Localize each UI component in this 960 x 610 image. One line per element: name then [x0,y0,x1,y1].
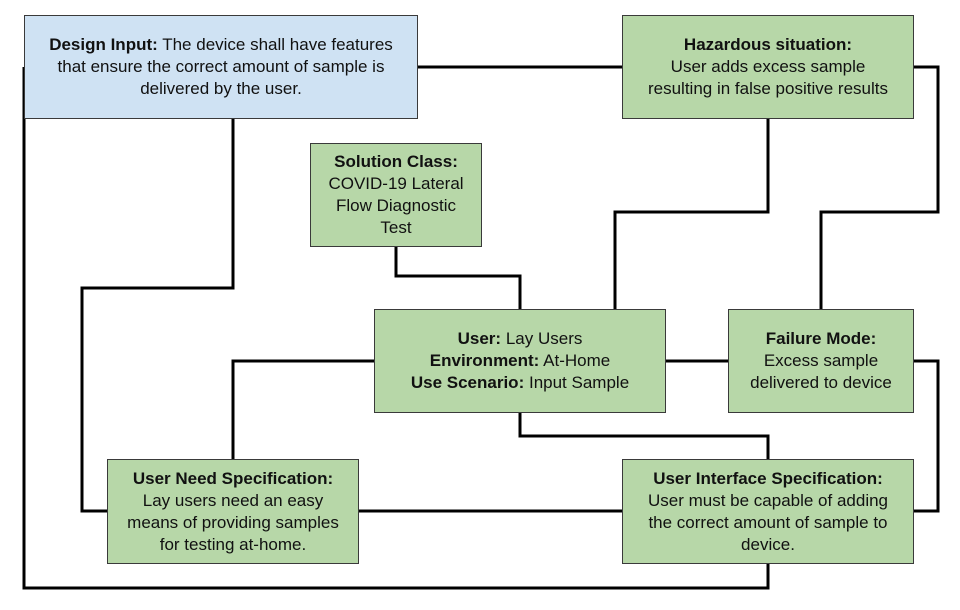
user-interface-specification-box: User Interface Specification: User must … [622,459,914,564]
connector-user-userneed [231,359,374,459]
connector-failure-uispec [914,359,940,513]
connector-design-userneed [80,119,235,513]
failure-label: Failure Mode: [765,329,877,348]
user-need-line-1: Lay users need an easy [142,490,324,510]
ui-spec-label: User Interface Specification: [653,468,883,488]
user-need-label: User Need Specification: [132,468,334,488]
hazard-line-2: resulting in false positive results [647,79,888,98]
failure-line-1: Excess sample [763,351,879,370]
use-scenario-row: Use Scenario: Input Sample [411,372,629,394]
environment-label: Environment: [429,351,540,370]
user-value: Lay Users [505,329,583,348]
ui-spec-line-3: device. [741,534,795,554]
failure-line-2: delivered to device [750,373,892,392]
use-scenario-label: Use Scenario: [410,373,525,392]
connector-design-uispec [22,67,770,590]
ui-spec-line-1: User must be capable of adding [647,490,889,510]
design-input-text: The device shall have features that ensu… [57,35,393,98]
design-input-label: Design Input: [49,35,158,54]
user-need-specification-box: User Need Specification: Lay users need … [107,459,359,564]
user-need-line-3: for testing at-home. [159,534,307,554]
user-row: User: Lay Users [411,328,629,350]
connector-hazard-user [613,119,770,309]
hazardous-situation-box: Hazardous situation: User adds excess sa… [622,15,914,119]
hazard-label: Hazardous situation: [683,35,853,54]
user-environment-box: User: Lay Users Environment: At-Home Use… [374,309,666,413]
solution-class-box: Solution Class: COVID-19 Lateral Flow Di… [310,143,482,247]
connector-hazard-failure [819,65,940,309]
hazard-line-1: User adds excess sample [670,57,866,76]
solution-line-1: COVID-19 Lateral [328,174,464,193]
user-label: User: [457,329,502,348]
use-scenario-value: Input Sample [528,373,630,392]
user-need-line-2: means of providing samples [127,512,339,532]
connector-solution-user [394,247,522,309]
solution-line-2: Flow Diagnostic [336,196,456,215]
solution-line-3: Test [380,218,412,237]
connector-user-uispec [518,413,770,459]
environment-value: At-Home [543,351,611,370]
design-input-box: Design Input: The device shall have feat… [24,15,418,119]
solution-label: Solution Class: [334,152,458,171]
environment-row: Environment: At-Home [411,350,629,372]
failure-mode-box: Failure Mode: Excess sample delivered to… [728,309,914,413]
ui-spec-line-2: the correct amount of sample to [648,512,888,532]
